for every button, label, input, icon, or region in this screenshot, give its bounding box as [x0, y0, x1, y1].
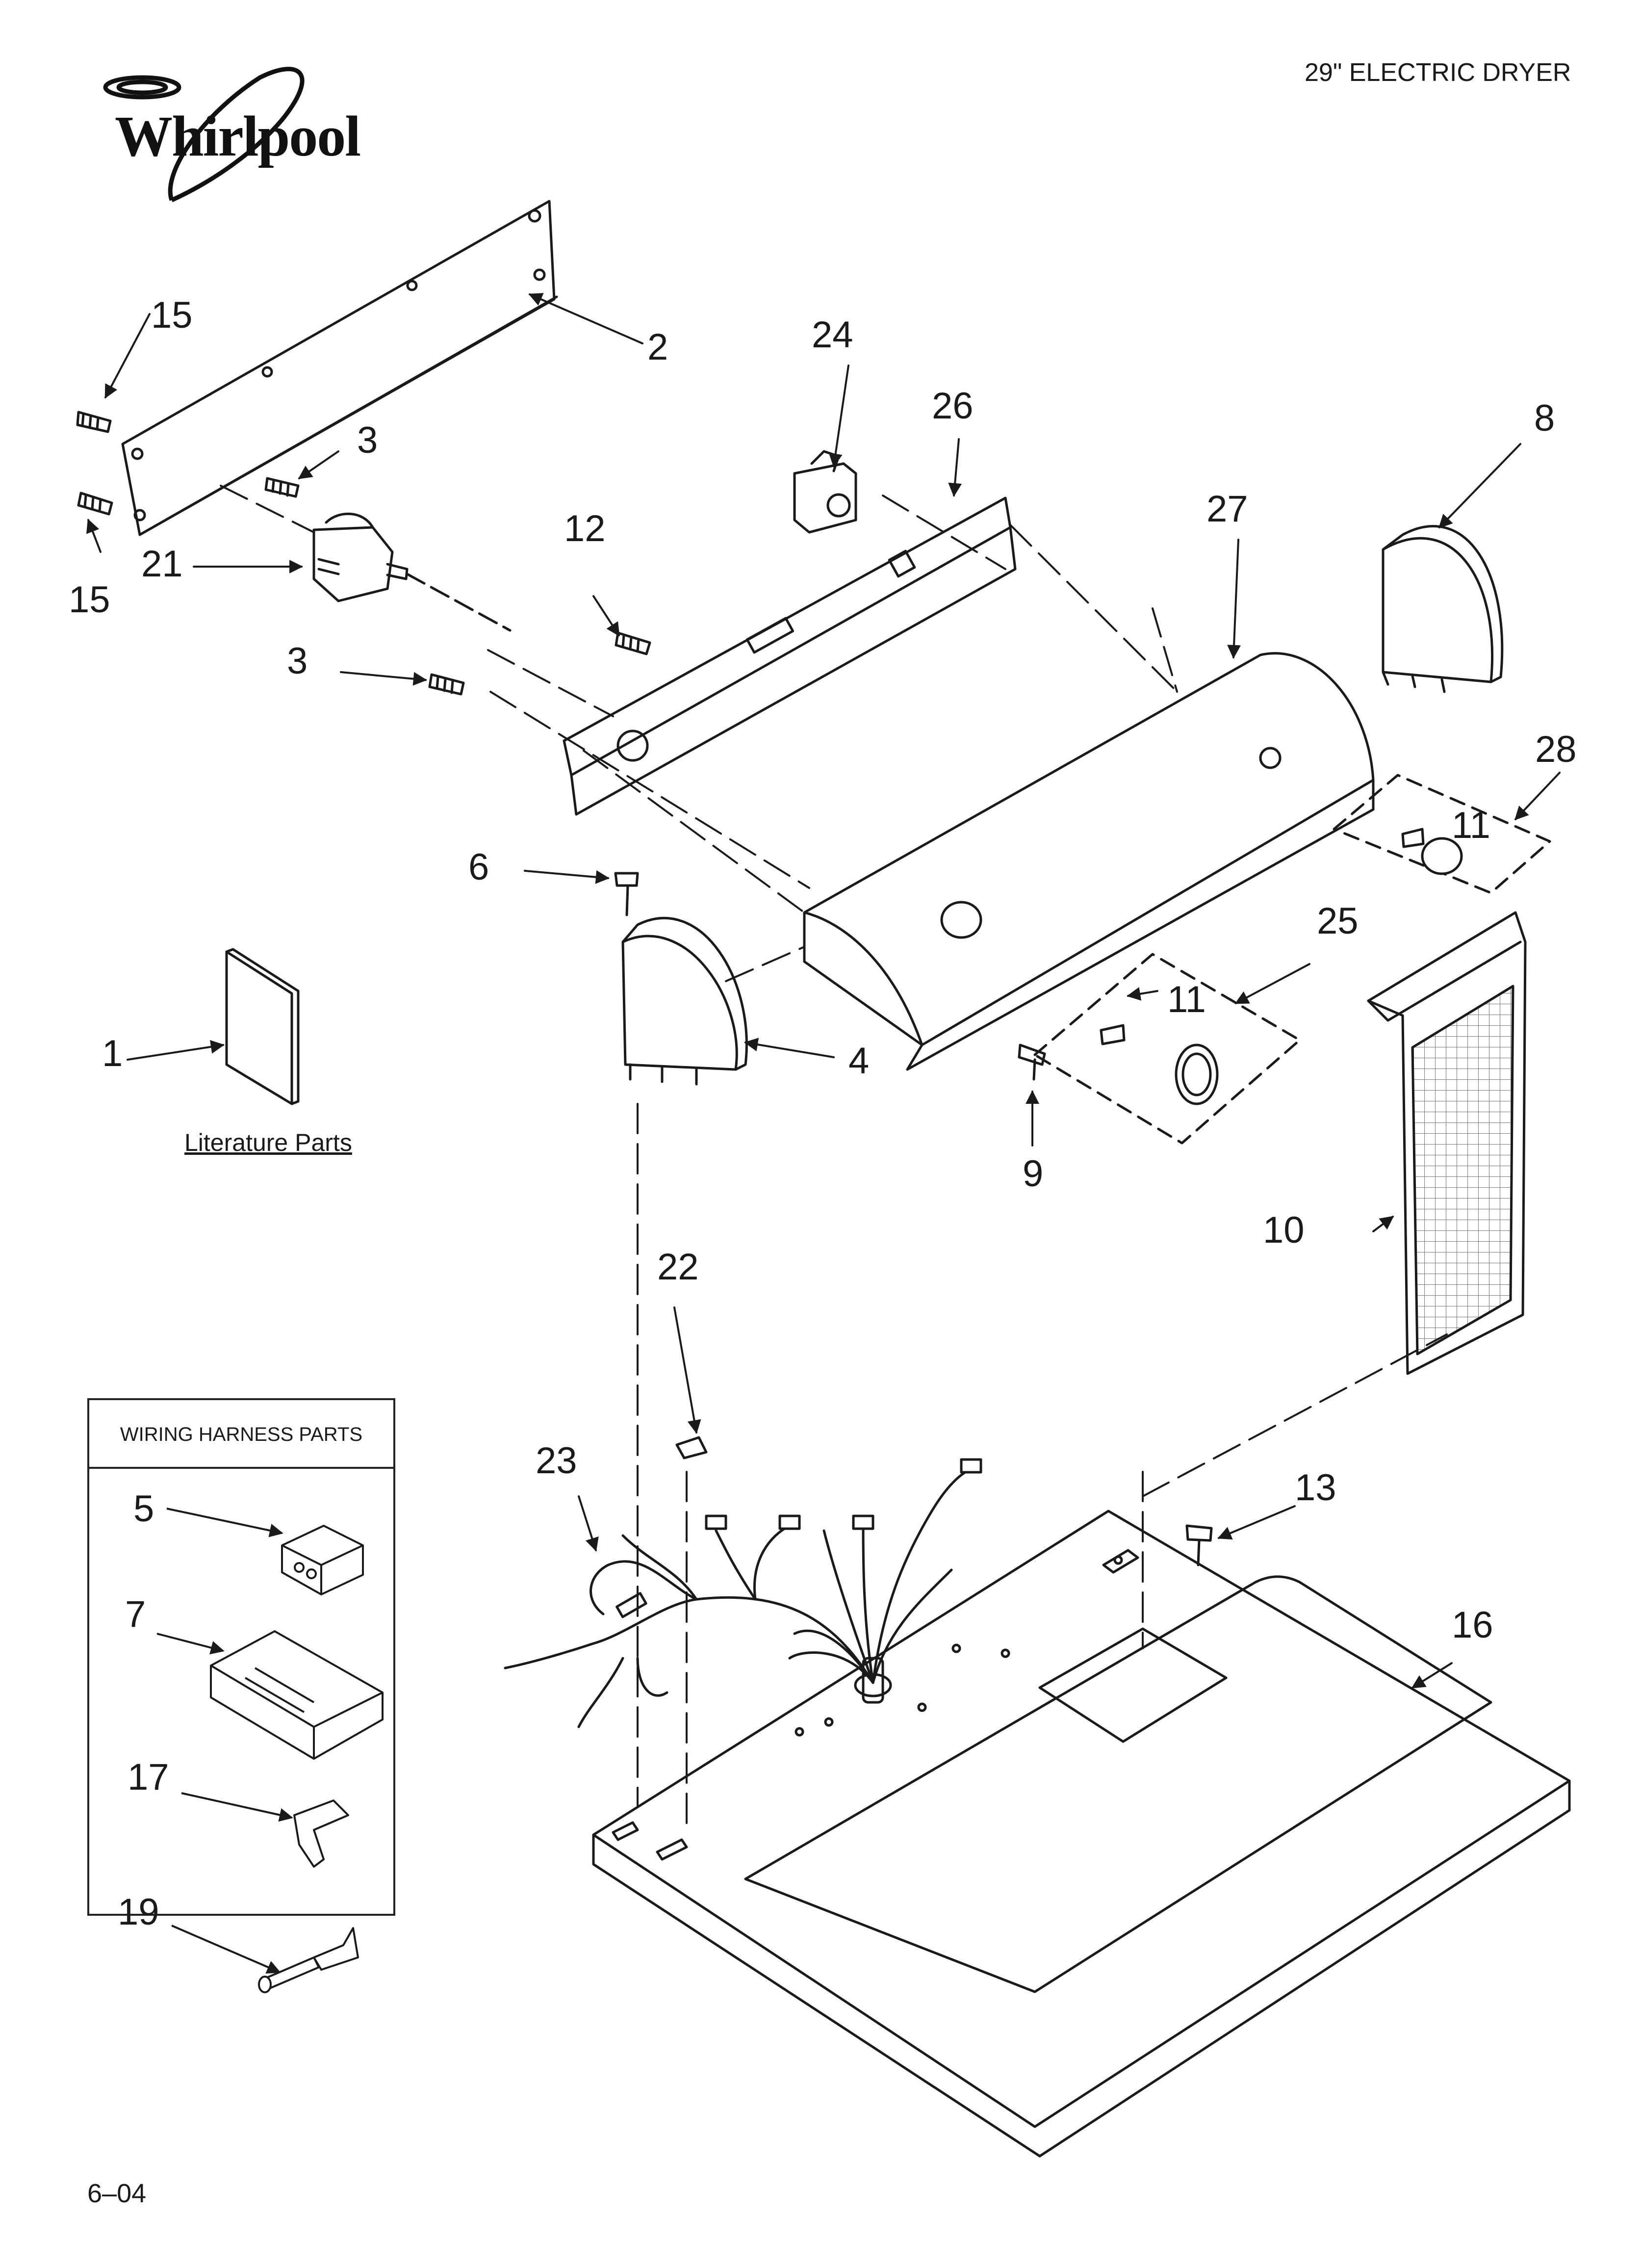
wiring-harness-parts-box: WIRING HARNESS PARTS: [87, 1398, 395, 1916]
callout-7: 7: [125, 1593, 146, 1635]
callout-15-bottom: 15: [69, 579, 110, 621]
callout-12: 12: [564, 508, 606, 549]
callout-24: 24: [812, 314, 853, 356]
callout-4: 4: [848, 1040, 870, 1082]
callout-16: 16: [1452, 1604, 1493, 1646]
screw-12: [615, 631, 651, 655]
screw-3-lower: [428, 673, 465, 696]
end-cap-8: [1382, 525, 1504, 693]
whirlpool-logo: Whirlpool: [93, 58, 368, 210]
console-frame-26: [563, 496, 1017, 816]
end-cap-4: [621, 917, 748, 1086]
callout-2: 2: [647, 326, 668, 368]
callout-3-bottom: 3: [287, 640, 308, 682]
screw-9: [1018, 1043, 1046, 1081]
top-panel-16: [592, 1510, 1571, 2158]
callout-10: 10: [1263, 1209, 1305, 1251]
callout-27: 27: [1206, 488, 1248, 530]
callout-25: 25: [1317, 900, 1359, 942]
logo-wordmark: Whirlpool: [115, 104, 361, 168]
date-code: 6–04: [87, 2179, 147, 2208]
callout-11-left: 11: [1167, 979, 1206, 1020]
clip-22: [675, 1436, 708, 1460]
callout-13: 13: [1295, 1467, 1336, 1509]
callout-9: 9: [1023, 1153, 1044, 1195]
connector-5: [281, 1525, 364, 1595]
terminal-19: [258, 1927, 359, 1993]
screw-3-upper: [264, 477, 300, 498]
callout-5: 5: [133, 1488, 154, 1530]
timer-21: [312, 512, 512, 632]
clip-17: [293, 1799, 349, 1868]
wiring-harness-23: [504, 1458, 982, 1728]
rear-control-bracket: [121, 200, 558, 536]
callout-6: 6: [468, 846, 489, 888]
screw-13: [1185, 1524, 1213, 1566]
callout-11-right: 11: [1452, 805, 1490, 846]
callout-22: 22: [657, 1246, 699, 1288]
callout-8: 8: [1534, 397, 1555, 439]
knob-kit-25: [1033, 953, 1301, 1145]
switch-24: [793, 450, 857, 534]
callout-28: 28: [1535, 729, 1577, 770]
callout-17: 17: [128, 1756, 169, 1798]
swirl-icon: [103, 67, 305, 203]
lint-screen-10: [1367, 911, 1527, 1375]
literature-booklet-1: [225, 948, 300, 1105]
connector-block-7: [210, 1630, 384, 1760]
page-title: 29" ELECTRIC DRYER: [1305, 58, 1571, 87]
callout-19: 19: [118, 1891, 159, 1933]
screw-15-upper: [76, 411, 112, 433]
callout-15-top: 15: [151, 294, 193, 336]
harness-box-title: WIRING HARNESS PARTS: [89, 1400, 393, 1469]
screw-15-lower: [77, 492, 113, 516]
callout-26: 26: [932, 385, 974, 427]
callout-3-top: 3: [357, 419, 378, 461]
callout-1: 1: [102, 1033, 123, 1074]
literature-parts-label: Literature Parts: [184, 1129, 352, 1156]
knob-kit-28: [1333, 774, 1551, 894]
callout-23: 23: [536, 1440, 577, 1482]
screw-6: [614, 872, 639, 916]
callout-21: 21: [141, 543, 183, 585]
